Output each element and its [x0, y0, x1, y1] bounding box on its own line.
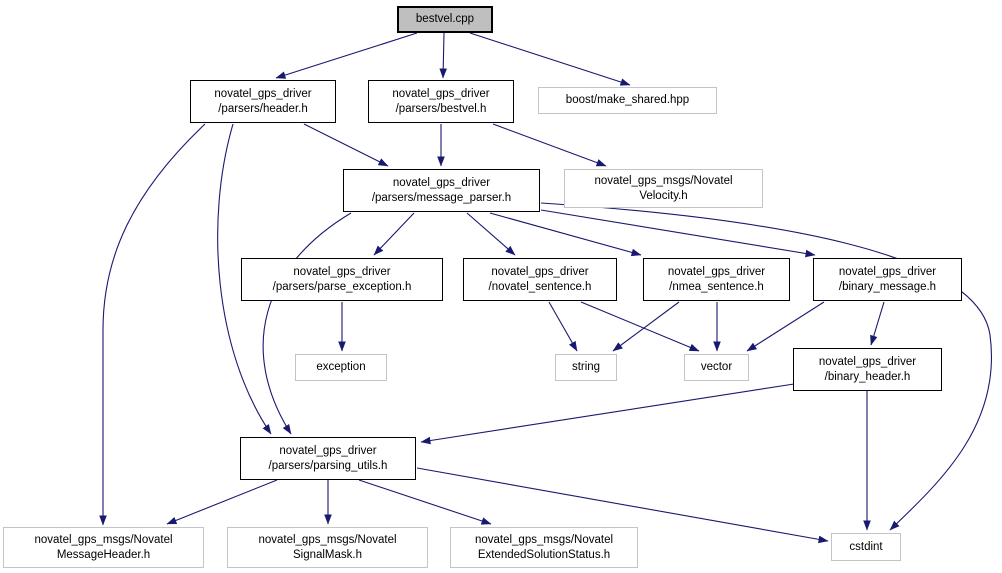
edge-message-parser-h-to-cstdint — [540, 202, 992, 531]
node-novatel-signal-mask-h: novatel_gps_msgs/Novatel SignalMask.h — [227, 527, 428, 568]
edge-nmea-sentence-h-to-string — [612, 301, 680, 352]
node-cstdint: cstdint — [831, 533, 901, 561]
node-boost-make-shared-hpp: boost/make_shared.hpp — [538, 87, 717, 114]
edge-bestvel-cpp-to-header-h — [275, 32, 418, 79]
edge-message-parser-h-to-binary-message-h — [540, 209, 816, 258]
edge-bestvel-cpp-to-bestvel-h — [439, 32, 448, 79]
node-binary-header-h[interactable]: novatel_gps_driver /binary_header.h — [793, 348, 942, 391]
node-bestvel-h[interactable]: novatel_gps_driver /parsers/bestvel.h — [368, 80, 514, 123]
edge-bestvel-h-to-novatel-velocity-h — [492, 123, 607, 167]
node-parsing-utils-h[interactable]: novatel_gps_driver /parsers/parsing_util… — [240, 437, 416, 480]
edge-header-h-to-parsing-utils-h — [217, 123, 272, 435]
node-string: string — [555, 354, 617, 381]
edge-parsing-utils-h-to-cstdint — [416, 467, 829, 544]
node-message-parser-h[interactable]: novatel_gps_driver /parsers/message_pars… — [343, 169, 540, 212]
edge-binary-message-h-to-binary-header-h — [870, 301, 885, 346]
edge-binary-header-h-to-parsing-utils-h — [420, 383, 795, 445]
node-vector: vector — [684, 354, 749, 381]
edge-binary-message-h-to-vector — [746, 301, 825, 352]
edge-header-h-to-novatel-message-header-h — [99, 123, 206, 526]
node-novatel-extended-solution-status-h: novatel_gps_msgs/Novatel ExtendedSolutio… — [450, 527, 638, 568]
node-bestvel-cpp: bestvel.cpp — [397, 6, 493, 33]
edge-parsing-utils-h-to-novatel-message-header-h — [166, 479, 278, 525]
edge-message-parser-h-to-novatel-sentence-h — [466, 212, 516, 256]
edge-novatel-sentence-h-to-vector — [580, 301, 700, 352]
node-novatel-message-header-h: novatel_gps_msgs/Novatel MessageHeader.h — [3, 527, 204, 568]
edge-parsing-utils-h-to-novatel-extended-solution-status-h — [358, 479, 492, 525]
node-nmea-sentence-h[interactable]: novatel_gps_driver /nmea_sentence.h — [643, 258, 790, 301]
edge-message-parser-h-to-parsing-utils-h — [262, 212, 352, 435]
edge-message-parser-h-to-parse-exception-h — [373, 212, 415, 256]
edge-novatel-sentence-h-to-string — [548, 301, 578, 352]
node-novatel-sentence-h[interactable]: novatel_gps_driver /novatel_sentence.h — [463, 258, 617, 301]
node-parse-exception-h[interactable]: novatel_gps_driver /parsers/parse_except… — [241, 258, 443, 301]
edge-header-h-to-message-parser-h — [303, 123, 389, 167]
edge-bestvel-cpp-to-boost-make-shared-hpp — [469, 32, 631, 86]
node-binary-message-h[interactable]: novatel_gps_driver /binary_message.h — [813, 258, 962, 301]
node-header-h[interactable]: novatel_gps_driver /parsers/header.h — [190, 80, 336, 123]
edge-message-parser-h-to-nmea-sentence-h — [489, 212, 642, 257]
node-novatel-velocity-h: novatel_gps_msgs/Novatel Velocity.h — [564, 169, 763, 208]
node-exception: exception — [295, 354, 387, 381]
